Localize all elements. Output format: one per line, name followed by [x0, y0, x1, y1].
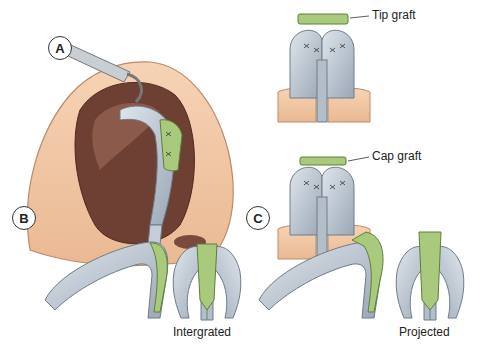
- nose-view: [27, 40, 233, 266]
- illustration-part: [197, 244, 217, 310]
- projected-frontal: [396, 232, 464, 320]
- illustration-part: [300, 157, 346, 165]
- illustration-part: [298, 14, 348, 24]
- illustration-part: [348, 157, 369, 161]
- illustration-part: [350, 16, 369, 18]
- illustration-part: [317, 60, 327, 122]
- projected-lateral: [259, 232, 383, 318]
- illustration-part: [75, 82, 194, 243]
- integrated-lateral: [45, 242, 168, 318]
- illustration-part: [419, 232, 441, 310]
- integrated-frontal: [173, 244, 241, 320]
- panel-letter-circle: A: [48, 36, 72, 60]
- graft-label: Cap graft: [371, 150, 422, 163]
- tip-graft-view: [278, 14, 370, 122]
- illustration-part: [304, 44, 345, 52]
- illustration-part: [304, 181, 345, 189]
- caption-label: Projected: [398, 326, 451, 339]
- panel-letter: A: [55, 42, 64, 55]
- panel-letter-circle: C: [246, 206, 270, 230]
- graft-label: Tip graft: [371, 9, 417, 22]
- panel-letter: B: [19, 212, 28, 225]
- illustration-part: [27, 62, 233, 266]
- illustration-part: [45, 242, 168, 318]
- illustration-part: [259, 242, 382, 318]
- panel-letter: C: [253, 212, 262, 225]
- illustration-part: [317, 197, 327, 259]
- illustration-part: [127, 74, 142, 102]
- illustration-part: [150, 243, 167, 312]
- illustration-part: [352, 232, 383, 312]
- caption-label: Intergrated: [172, 326, 232, 339]
- panel-letter-circle: B: [12, 206, 36, 230]
- illustration-part: [160, 120, 182, 171]
- illustration-part: [166, 132, 171, 156]
